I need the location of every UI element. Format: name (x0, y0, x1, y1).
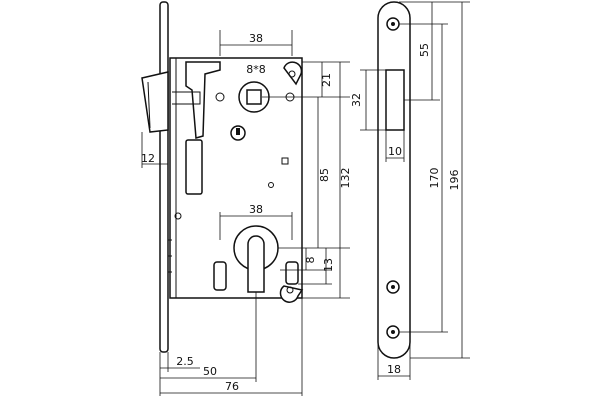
front-plate (377, 1, 411, 359)
dim-strike-top-offset: 55 (418, 43, 431, 57)
lever-slot (185, 139, 203, 195)
dim-spindle-offset: 21 (320, 73, 333, 87)
upper-screw-notch (283, 61, 303, 86)
lock-side-view (141, 1, 304, 353)
dim-cylinder-upper: 8 (304, 257, 317, 264)
dim-backset-width: 38 (249, 32, 263, 45)
dim-cylinder-width: 38 (249, 203, 263, 216)
dim-backset: 50 (203, 365, 217, 378)
latch-bolt (141, 71, 169, 133)
cylinder-profile (247, 235, 265, 293)
dim-plate-height: 196 (448, 170, 461, 191)
dim-screw-distance: 170 (428, 168, 441, 189)
dim-cylinder-lower: 13 (322, 258, 335, 272)
dim-plate-width: 18 (387, 363, 401, 376)
front-view-dimensions: 55 32 10 170 196 18 (350, 1, 470, 380)
dim-latch-width: 10 (388, 145, 402, 158)
spindle-square (246, 89, 262, 105)
dim-spindle-square: 8*8 (246, 63, 266, 76)
faceplate-front-view (377, 1, 411, 359)
dim-center-distance: 85 (318, 168, 331, 182)
lower-screw-notch (279, 285, 304, 303)
right-slot (285, 261, 299, 285)
side-view-dimensions: 38 8*8 21 85 132 8 13 38 12 2 (141, 30, 352, 396)
dim-latch-height: 32 (350, 93, 363, 107)
dim-faceplate-offset: 12 (141, 152, 155, 165)
left-slot (213, 261, 227, 291)
latch-lever (185, 61, 221, 139)
latch-window (385, 69, 405, 131)
faceplate (159, 1, 169, 353)
dim-faceplate-thickness: 2.5 (176, 355, 194, 368)
dim-case-depth: 76 (225, 380, 239, 393)
dim-body-height: 132 (339, 168, 352, 189)
